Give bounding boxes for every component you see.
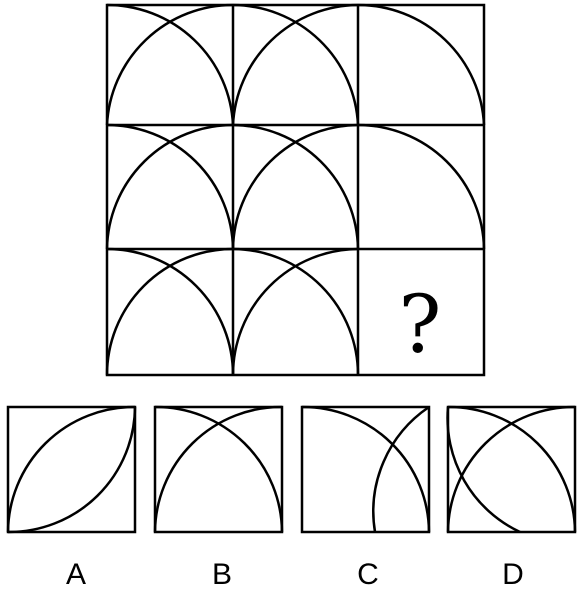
option-c-border (300, 405, 431, 534)
option-d-figure[interactable] (446, 405, 577, 534)
arc (446, 406, 521, 534)
puzzle-grid (105, 3, 486, 377)
cell-r2c3 (357, 123, 486, 250)
option-b-border (153, 405, 284, 534)
cell-r3c1 (105, 247, 235, 376)
arc (232, 3, 360, 126)
option-a-border (6, 405, 137, 534)
arc (301, 405, 431, 533)
arc (231, 247, 359, 376)
option-d-border (446, 405, 577, 534)
arc (231, 123, 359, 250)
cell-r2c1 (105, 123, 235, 250)
option-b-label[interactable]: B (212, 558, 232, 591)
arc (357, 123, 486, 250)
option-d-label[interactable]: D (502, 558, 524, 591)
arc (105, 247, 234, 376)
option-a-label[interactable]: A (66, 558, 86, 591)
arc (153, 405, 283, 533)
option-a-figure[interactable] (6, 405, 137, 534)
cell-r3c2 (231, 247, 360, 376)
option-c-figure[interactable] (300, 405, 431, 534)
arc (6, 405, 136, 533)
arc (232, 247, 360, 376)
option-b-figure[interactable] (153, 405, 284, 534)
question-mark: ? (399, 278, 442, 371)
arc (106, 123, 235, 250)
option-c-label[interactable]: C (357, 558, 379, 591)
arc (105, 123, 234, 250)
arc (154, 405, 284, 533)
arc (106, 247, 235, 376)
cell-r1c3 (357, 3, 486, 126)
arc (447, 405, 577, 533)
arc (105, 3, 234, 126)
arc (106, 3, 235, 126)
cell-r2c2 (231, 123, 360, 250)
arc (446, 405, 576, 533)
arc (7, 406, 137, 534)
cell-r1c2 (231, 3, 360, 126)
arc (372, 405, 430, 533)
arc (232, 123, 360, 250)
cell-r1c1 (105, 3, 235, 126)
grid-border (105, 3, 486, 377)
arc (357, 3, 486, 126)
arc (231, 3, 359, 126)
